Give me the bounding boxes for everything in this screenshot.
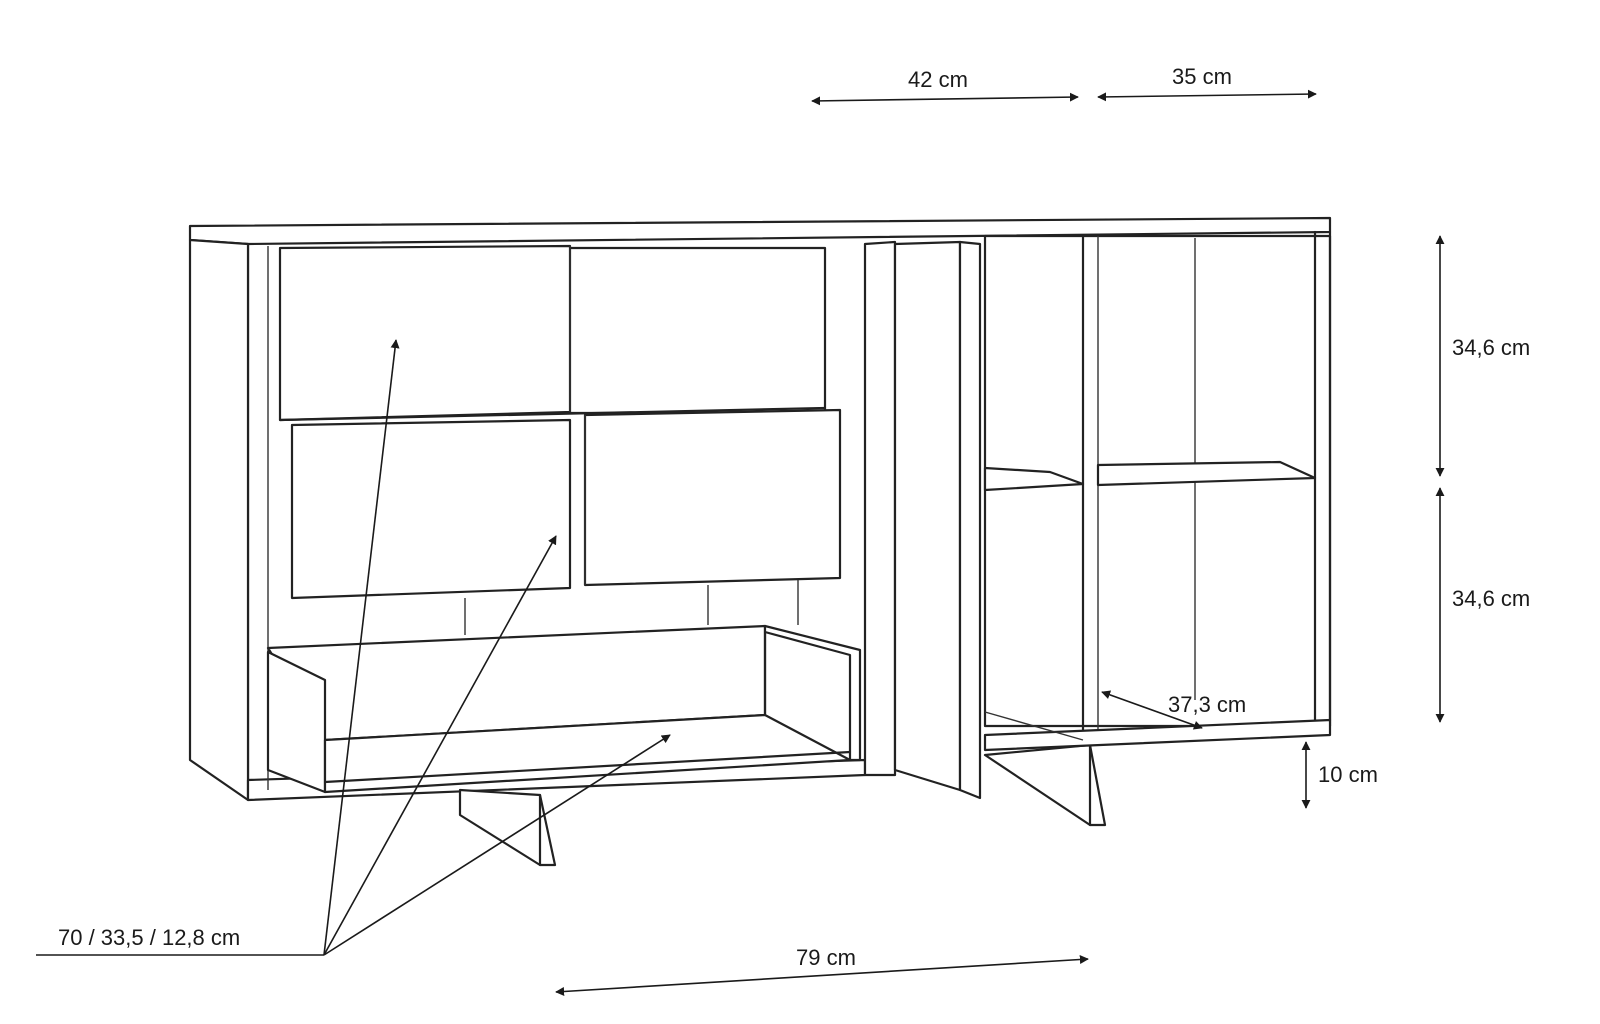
bottom-drawer-front-edge [323,750,852,784]
door-panel [893,240,962,792]
top-drawer-front [278,244,572,422]
bottom-drawer-floor [323,713,852,794]
dim-arrow-inner-depth [1101,690,1203,730]
right-shelving [983,230,1332,752]
left-side-panel [188,238,250,802]
label-leg-height: 10 cm [1318,762,1378,787]
right-leg [983,743,1107,827]
left-middle-shelf [983,466,1085,492]
label-inner-depth: 37,3 cm [1168,692,1246,717]
left-leg [458,788,557,867]
door-edge [958,240,982,800]
drawer-callout-middle [323,535,557,956]
top-drawer-bottom-edge [278,406,827,422]
label-top-depth-right: 35 cm [1172,64,1232,89]
drawer-callout-top [323,339,400,956]
top-drawer-back [553,246,827,415]
middle-drawer-right [583,408,842,587]
middle-drawer-front [290,418,572,600]
dimension-lines [36,89,1445,996]
center-door [863,240,982,800]
label-lower-shelf-height: 34,6 cm [1452,586,1530,611]
dim-arrow-42 [811,92,1079,106]
label-upper-shelf-height: 34,6 cm [1452,335,1530,360]
top-panel [188,216,1332,246]
label-drawer-sizes: 70 / 33,5 / 12,8 cm [58,925,240,950]
drawers [266,244,862,794]
sideboard-body [188,216,1332,867]
label-width-front: 79 cm [796,945,856,970]
right-bottom-board [983,718,1332,752]
center-divider [863,240,897,777]
dim-arrow-79 [555,955,1089,996]
dimension-labels: 42 cm 35 cm 34,6 cm 34,6 cm 37,3 cm 10 c… [58,64,1530,970]
label-top-depth-left: 42 cm [908,67,968,92]
dim-arrow-35 [1097,89,1317,102]
drawer-callout-bottom [323,734,671,956]
middle-shelf [1096,460,1317,487]
right-floor-line [984,711,1084,741]
